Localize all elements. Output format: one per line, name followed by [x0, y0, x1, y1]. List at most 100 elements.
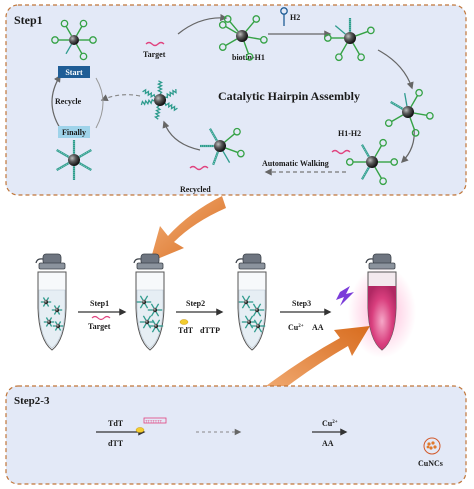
cycle-arrow-back-left	[162, 120, 201, 151]
dna-strand	[246, 303, 251, 309]
hairpin-loop	[411, 129, 420, 137]
dna-strand	[54, 327, 58, 331]
dna-strand	[139, 295, 144, 301]
workflow-target-label: Target	[88, 322, 111, 331]
dna-strand	[155, 311, 160, 317]
duplex-ticks	[361, 166, 370, 180]
duplex-ticks	[390, 101, 404, 110]
bead-recycled	[200, 127, 245, 166]
tube-initial	[35, 253, 67, 351]
tube-final-glowing	[348, 253, 416, 358]
dna-strand	[258, 319, 263, 325]
dna-strand	[49, 317, 53, 321]
magnetic-bead	[69, 35, 79, 45]
hairpin-stem	[374, 166, 383, 179]
hairpin-loop	[357, 53, 365, 62]
dna-strand	[57, 311, 61, 315]
dna-strand	[49, 323, 53, 327]
dna-strand	[155, 303, 160, 309]
dna-strand	[45, 317, 49, 321]
hairpin-stem	[65, 25, 73, 37]
recycle-label: Recycle	[55, 97, 82, 106]
hairpin-loop	[89, 36, 97, 44]
hairpin-loop	[79, 19, 88, 28]
tube-hinge	[365, 258, 374, 264]
lightning-icon	[336, 286, 354, 306]
duplex-ticks	[56, 149, 70, 158]
hairpin-loop	[60, 19, 69, 28]
dna-strand	[156, 80, 164, 95]
step1-panel	[5, 4, 467, 196]
h2-label: H2	[290, 13, 300, 22]
tdt-enzyme-icon	[179, 319, 189, 325]
tube-inner-bead	[147, 303, 163, 317]
tube-inner-bead	[136, 295, 152, 309]
dna-strand	[58, 327, 62, 331]
tube-hinge	[235, 258, 244, 264]
duplex-ticks	[209, 128, 218, 142]
hairpin-loop	[79, 52, 88, 61]
workflow-step3-label: Step3	[292, 299, 311, 308]
step23-aa-label: AA	[322, 439, 334, 448]
dna-strand	[257, 303, 262, 309]
tube-cap	[242, 253, 262, 265]
dna-strand	[58, 321, 62, 325]
dna-strand	[45, 323, 49, 327]
dna-strand	[165, 88, 177, 99]
dna-strand	[142, 323, 147, 329]
magnetic-bead	[236, 30, 248, 42]
tube-cap	[42, 253, 62, 265]
tube-inner-bead	[51, 305, 63, 315]
bead-h1h2	[345, 138, 399, 186]
hairpin-loop	[218, 21, 227, 29]
dna-strand	[253, 327, 258, 333]
tube-liquid	[136, 289, 164, 349]
magnetic-bead	[152, 307, 158, 313]
big-arrow-step1-to-tube	[150, 196, 226, 262]
cha-title: Catalytic Hairpin Assembly	[218, 89, 360, 103]
target-strand-walking	[331, 149, 351, 155]
dna-strand	[144, 295, 149, 301]
dna-strand	[258, 327, 263, 333]
step23-panel-label: Step2-3	[14, 395, 50, 407]
duplex-ticks	[78, 162, 92, 171]
hairpin-stem	[355, 30, 369, 37]
hairpin-loop	[218, 43, 227, 51]
hairpin-loop	[426, 112, 434, 120]
start-label: Start	[65, 68, 83, 77]
tube-hinge	[35, 258, 44, 264]
magnetic-bead	[344, 32, 356, 44]
target-strand-1	[145, 41, 165, 47]
magnetic-bead	[43, 299, 49, 305]
hairpin-loop	[384, 119, 393, 127]
hairpin-loop	[323, 34, 332, 42]
hairpin-stem	[225, 25, 238, 34]
magnetic-bead	[243, 299, 249, 305]
magnetic-bead	[54, 307, 60, 313]
dna-strand	[57, 305, 61, 309]
dna-strand	[156, 319, 161, 325]
tube-inner-bead	[249, 303, 265, 317]
cycle-arrow-right-down	[377, 49, 414, 90]
dna-strand	[151, 319, 156, 325]
tube-layer	[35, 253, 416, 358]
hairpin-loop	[379, 177, 387, 186]
h2-hairpin-icon	[280, 7, 288, 15]
dna-strand	[144, 303, 149, 309]
duplex-ticks	[212, 151, 219, 165]
hairpin-loop	[245, 53, 254, 61]
tube-inner-bead	[139, 315, 155, 329]
workflow-step1-label: Step1	[90, 299, 109, 308]
hairpin-stem	[75, 25, 83, 37]
step23-dtt-label: dTT	[108, 439, 124, 448]
dna-strand	[241, 303, 246, 309]
dna-strand	[140, 98, 155, 106]
hairpin-loop	[367, 26, 375, 35]
tube-cap	[372, 253, 392, 265]
tube-after-step2	[235, 253, 267, 351]
hairpin-stem	[413, 112, 428, 117]
dna-strand	[404, 92, 408, 107]
tube-cap-ring	[38, 262, 66, 270]
step23-panel	[5, 385, 467, 485]
